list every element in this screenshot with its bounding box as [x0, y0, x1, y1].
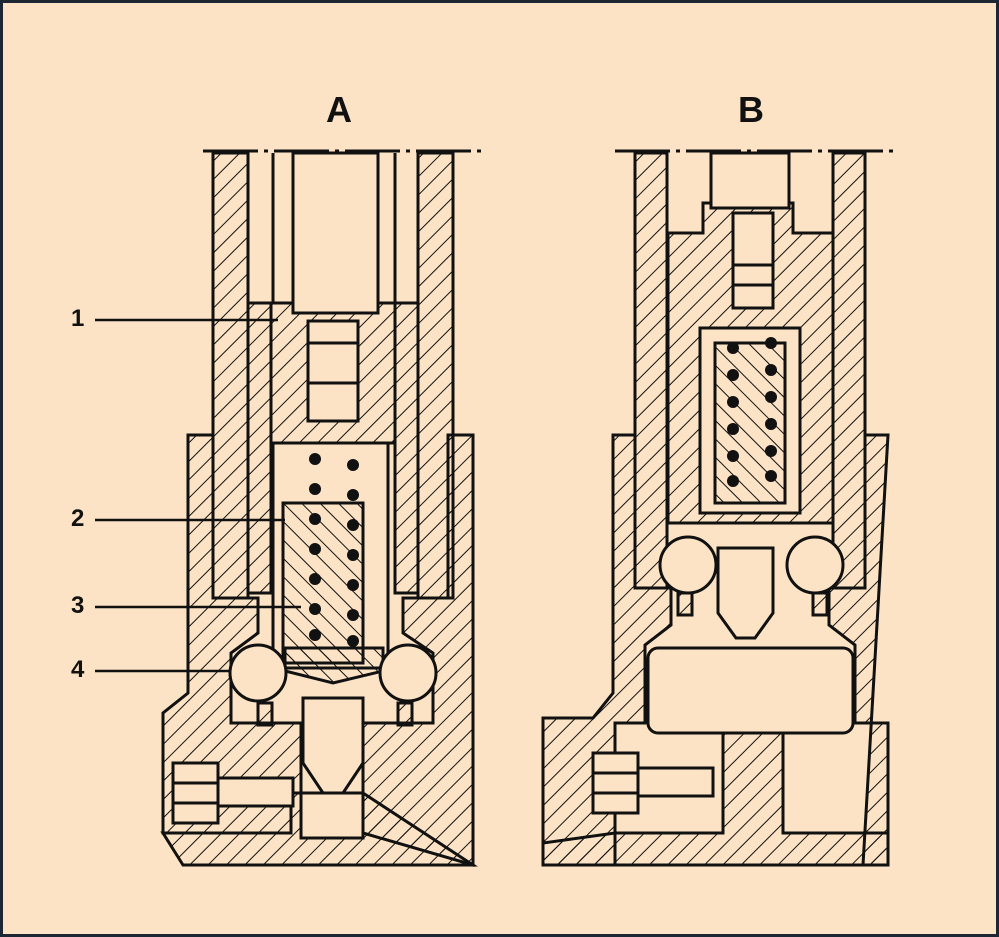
view-b-outer-wall-right — [831, 151, 867, 590]
view-a-bolt-shank — [216, 776, 295, 808]
view-b-seal-right — [811, 591, 829, 617]
view-a-bolt-head — [171, 761, 220, 825]
view-a-inner-sleeve-left — [246, 301, 273, 595]
view-a-ball-right — [378, 643, 438, 703]
view-b-label: B — [738, 89, 764, 130]
callout-leaders — [95, 318, 301, 673]
view-b-outlet-chamber — [646, 646, 855, 735]
view-a-section — [160, 149, 481, 867]
callout-4: 4 — [71, 656, 85, 683]
view-b-plunger-bore — [731, 211, 775, 310]
cross-section-diagram — [95, 149, 893, 867]
view-b-bolt-shank — [636, 766, 715, 798]
view-b-ball-right — [785, 535, 845, 595]
view-a-spring — [309, 453, 359, 647]
view-a-needle — [301, 696, 365, 795]
callout-1: 1 — [71, 305, 85, 332]
view-a-seal-left — [256, 701, 274, 727]
view-a-inner-sleeve-right — [393, 301, 420, 595]
view-b-upper-rod — [709, 151, 791, 210]
view-a-label: A — [326, 89, 352, 130]
view-b-bolt-head — [591, 751, 640, 815]
callout-3: 3 — [71, 592, 85, 619]
view-b-spring — [727, 337, 777, 487]
callout-2: 2 — [71, 505, 85, 532]
view-b-section — [541, 149, 893, 867]
view-a-outlet-bore — [299, 791, 365, 840]
view-a-valve-seat — [283, 646, 385, 685]
view-a-outer-wall-right — [416, 151, 455, 600]
view-b-outer-wall-left — [633, 151, 669, 590]
view-a-plunger-bore — [306, 319, 360, 423]
view-a-outer-wall-left — [211, 151, 250, 600]
view-a-ball-left — [228, 643, 288, 703]
view-b-housing-base — [541, 731, 890, 867]
view-b-seal-left — [676, 591, 694, 617]
view-a-seal-right — [396, 701, 414, 727]
view-b-ball-left — [658, 535, 718, 595]
view-a-upper-rod — [291, 151, 380, 315]
view-b-needle — [716, 546, 775, 640]
